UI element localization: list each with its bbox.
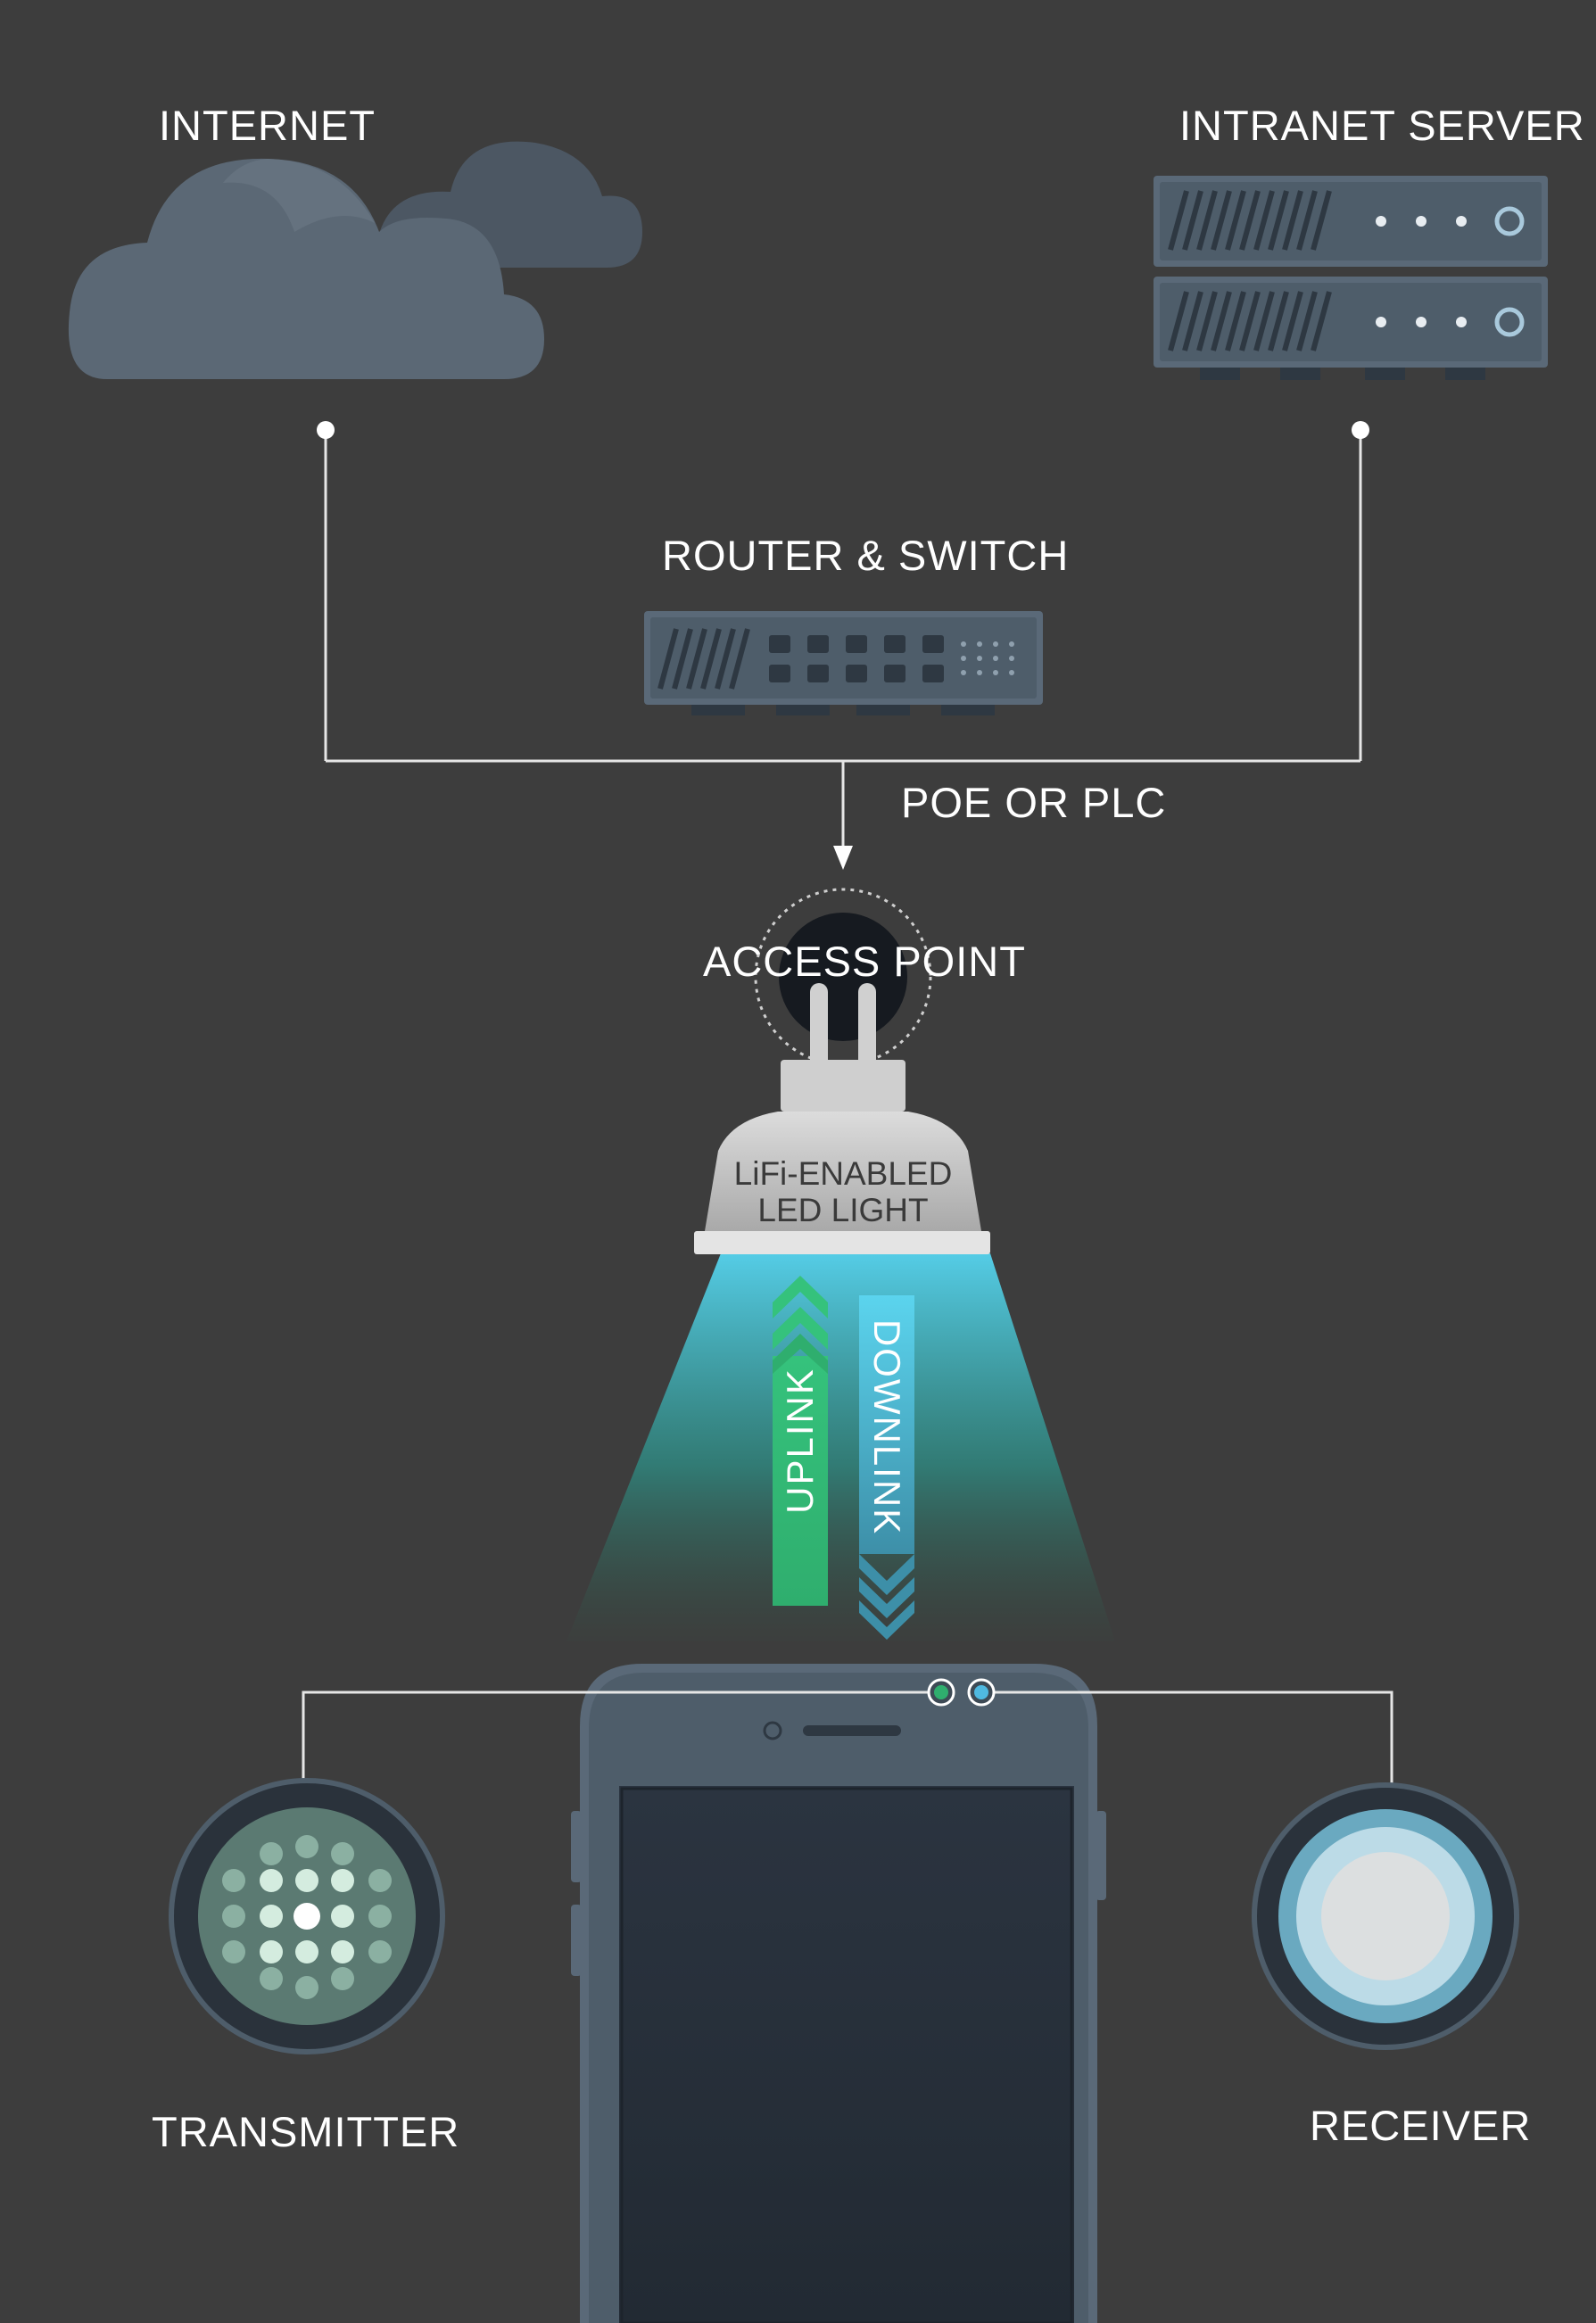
transmitter-led-icon [934, 1685, 948, 1699]
intranet-server-label: INTRANET SERVER [1179, 102, 1585, 149]
cloud-icon [68, 141, 642, 379]
router-switch-icon [644, 611, 1043, 715]
led-bulb-icon [694, 983, 990, 1254]
server-icon [1154, 176, 1548, 380]
phone-icon [571, 1664, 1106, 2323]
router-switch-label: ROUTER & SWITCH [662, 532, 1070, 579]
uplink-label: UPLINK [779, 1368, 821, 1514]
bulb-label-line2: LED LIGHT [757, 1192, 929, 1228]
downlink-arrow [859, 1295, 914, 1640]
transmitter-icon [169, 1778, 445, 2054]
access-point-label: ACCESS POINT [703, 938, 1026, 985]
server-connector-dot [1352, 421, 1369, 439]
poe-plc-label: POE OR PLC [901, 779, 1167, 826]
internet-label: INTERNET [159, 102, 376, 149]
transmitter-label: TRANSMITTER [152, 2108, 460, 2155]
uplink-arrow [773, 1276, 828, 1606]
internet-connector-dot [317, 421, 335, 439]
poe-arrow-icon [833, 846, 853, 870]
phone-connector-lines [302, 1691, 1393, 1784]
receiver-led-icon [974, 1685, 988, 1699]
receiver-icon [1252, 1782, 1519, 2050]
network-lines [324, 430, 1362, 847]
downlink-label: DOWNLINK [866, 1319, 908, 1536]
bulb-label: LiFi-ENABLED LED LIGHT [709, 1155, 977, 1228]
bulb-label-line1: LiFi-ENABLED [733, 1155, 953, 1192]
light-beam [566, 1253, 1115, 1641]
receiver-label: RECEIVER [1310, 2102, 1532, 2149]
